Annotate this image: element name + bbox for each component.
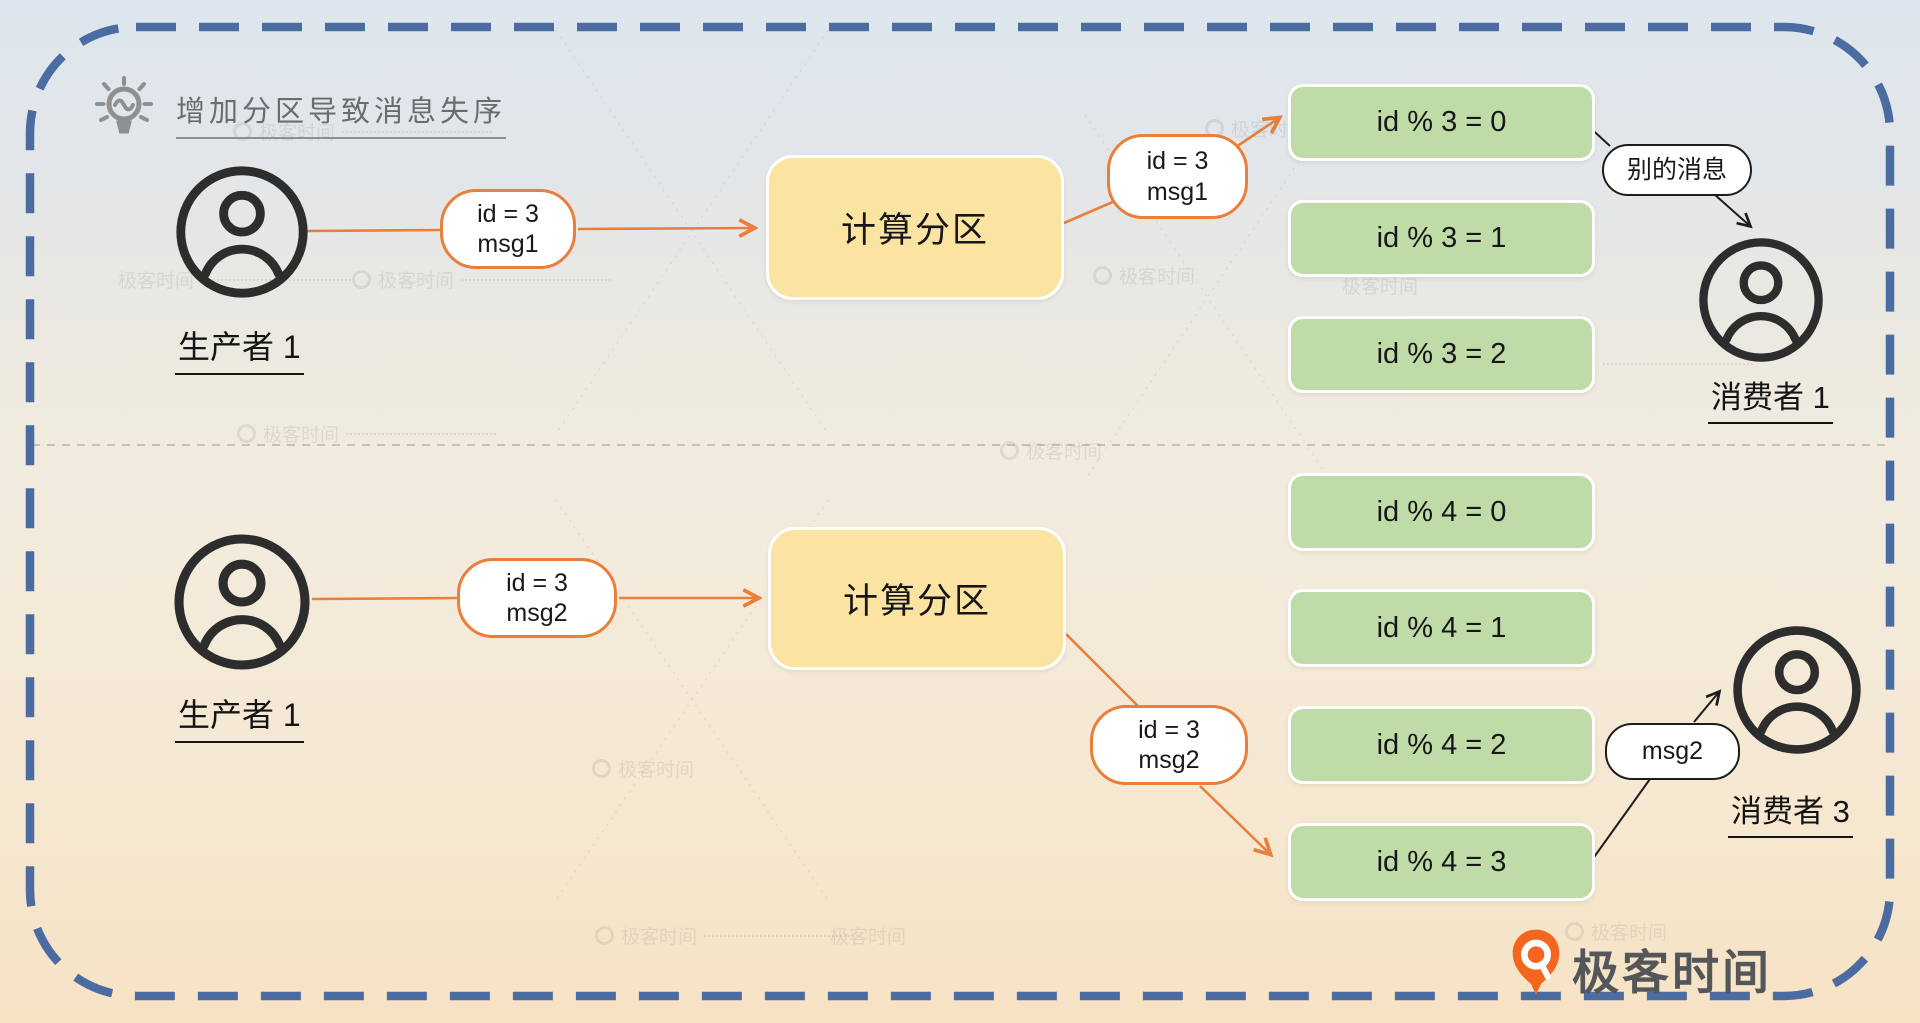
message-line: id = 3 — [506, 568, 568, 597]
watermark: 极客时间 — [237, 420, 497, 447]
other-message-bubble: 别的消息 — [1602, 144, 1752, 196]
watermark: 极客时间 — [1565, 918, 1667, 945]
watermark-logo-icon — [595, 926, 614, 945]
watermark: 极客时间 — [830, 927, 907, 948]
partition-box: id % 3 = 2 — [1288, 316, 1595, 393]
geektime-logo-icon — [1512, 929, 1560, 995]
watermark-logo-icon — [1093, 266, 1112, 285]
watermark: 极客时间 — [1000, 437, 1102, 464]
consumer-label-bottom: 消费者 3 — [1728, 786, 1853, 838]
partition-box: id % 3 = 0 — [1288, 84, 1595, 161]
message-line: msg1 — [477, 230, 539, 258]
watermark: 极客时间 — [592, 755, 694, 782]
producer-icon-bottom — [172, 532, 312, 672]
partitioner-box-bottom: 计算分区 — [768, 527, 1066, 670]
producer-label-top: 生产者 1 — [175, 322, 304, 375]
watermark-logo-icon — [1565, 922, 1584, 941]
watermark: 极客时间 — [352, 266, 612, 293]
partitioner-box-top: 计算分区 — [766, 155, 1064, 300]
message-line: msg2 — [506, 599, 568, 627]
delivered-message-bubble: msg2 — [1605, 723, 1740, 780]
watermark: 极客时间 — [595, 922, 855, 949]
message-line: msg2 — [1138, 746, 1200, 774]
watermark: 极客时间 — [1093, 262, 1195, 289]
consumer-icon-top — [1697, 236, 1825, 364]
partition-box: id % 3 = 1 — [1288, 200, 1595, 277]
message-line: id = 3 — [1138, 715, 1200, 744]
message-bubble-produced-bottom: id = 3 msg2 — [457, 558, 617, 638]
partition-box: id % 4 = 1 — [1288, 589, 1595, 667]
message-line: id = 3 — [1146, 147, 1209, 175]
producer-label-bottom: 生产者 1 — [175, 690, 304, 743]
message-bubble-routed-top: id = 3 msg1 — [1107, 134, 1248, 219]
message-line: id = 3 — [477, 199, 539, 228]
partition-box: id % 4 = 3 — [1288, 823, 1595, 901]
watermark-logo-icon — [237, 424, 256, 443]
watermark: 极客时间 — [1342, 277, 1419, 298]
consumer-icon-bottom — [1731, 624, 1863, 756]
partition-box: id % 4 = 2 — [1288, 706, 1595, 784]
producer-icon-top — [174, 164, 310, 300]
message-bubble-routed-bottom: id = 3 msg2 — [1090, 705, 1248, 785]
consumer-label-top: 消费者 1 — [1708, 372, 1833, 424]
watermark-logo-icon — [233, 122, 252, 141]
message-line: msg1 — [1146, 177, 1209, 206]
message-bubble-produced-top: id = 3 msg1 — [440, 189, 576, 269]
watermark-logo-icon — [1000, 441, 1019, 460]
geektime-logo-text: 极客时间 — [1572, 946, 1772, 999]
diagram-title: 增加分区导致消息失序 — [176, 88, 507, 139]
partition-box: id % 4 = 0 — [1288, 473, 1595, 551]
watermark-logo-icon — [592, 759, 611, 778]
lightbulb-icon — [95, 76, 153, 134]
watermark-logo-icon — [352, 270, 371, 289]
